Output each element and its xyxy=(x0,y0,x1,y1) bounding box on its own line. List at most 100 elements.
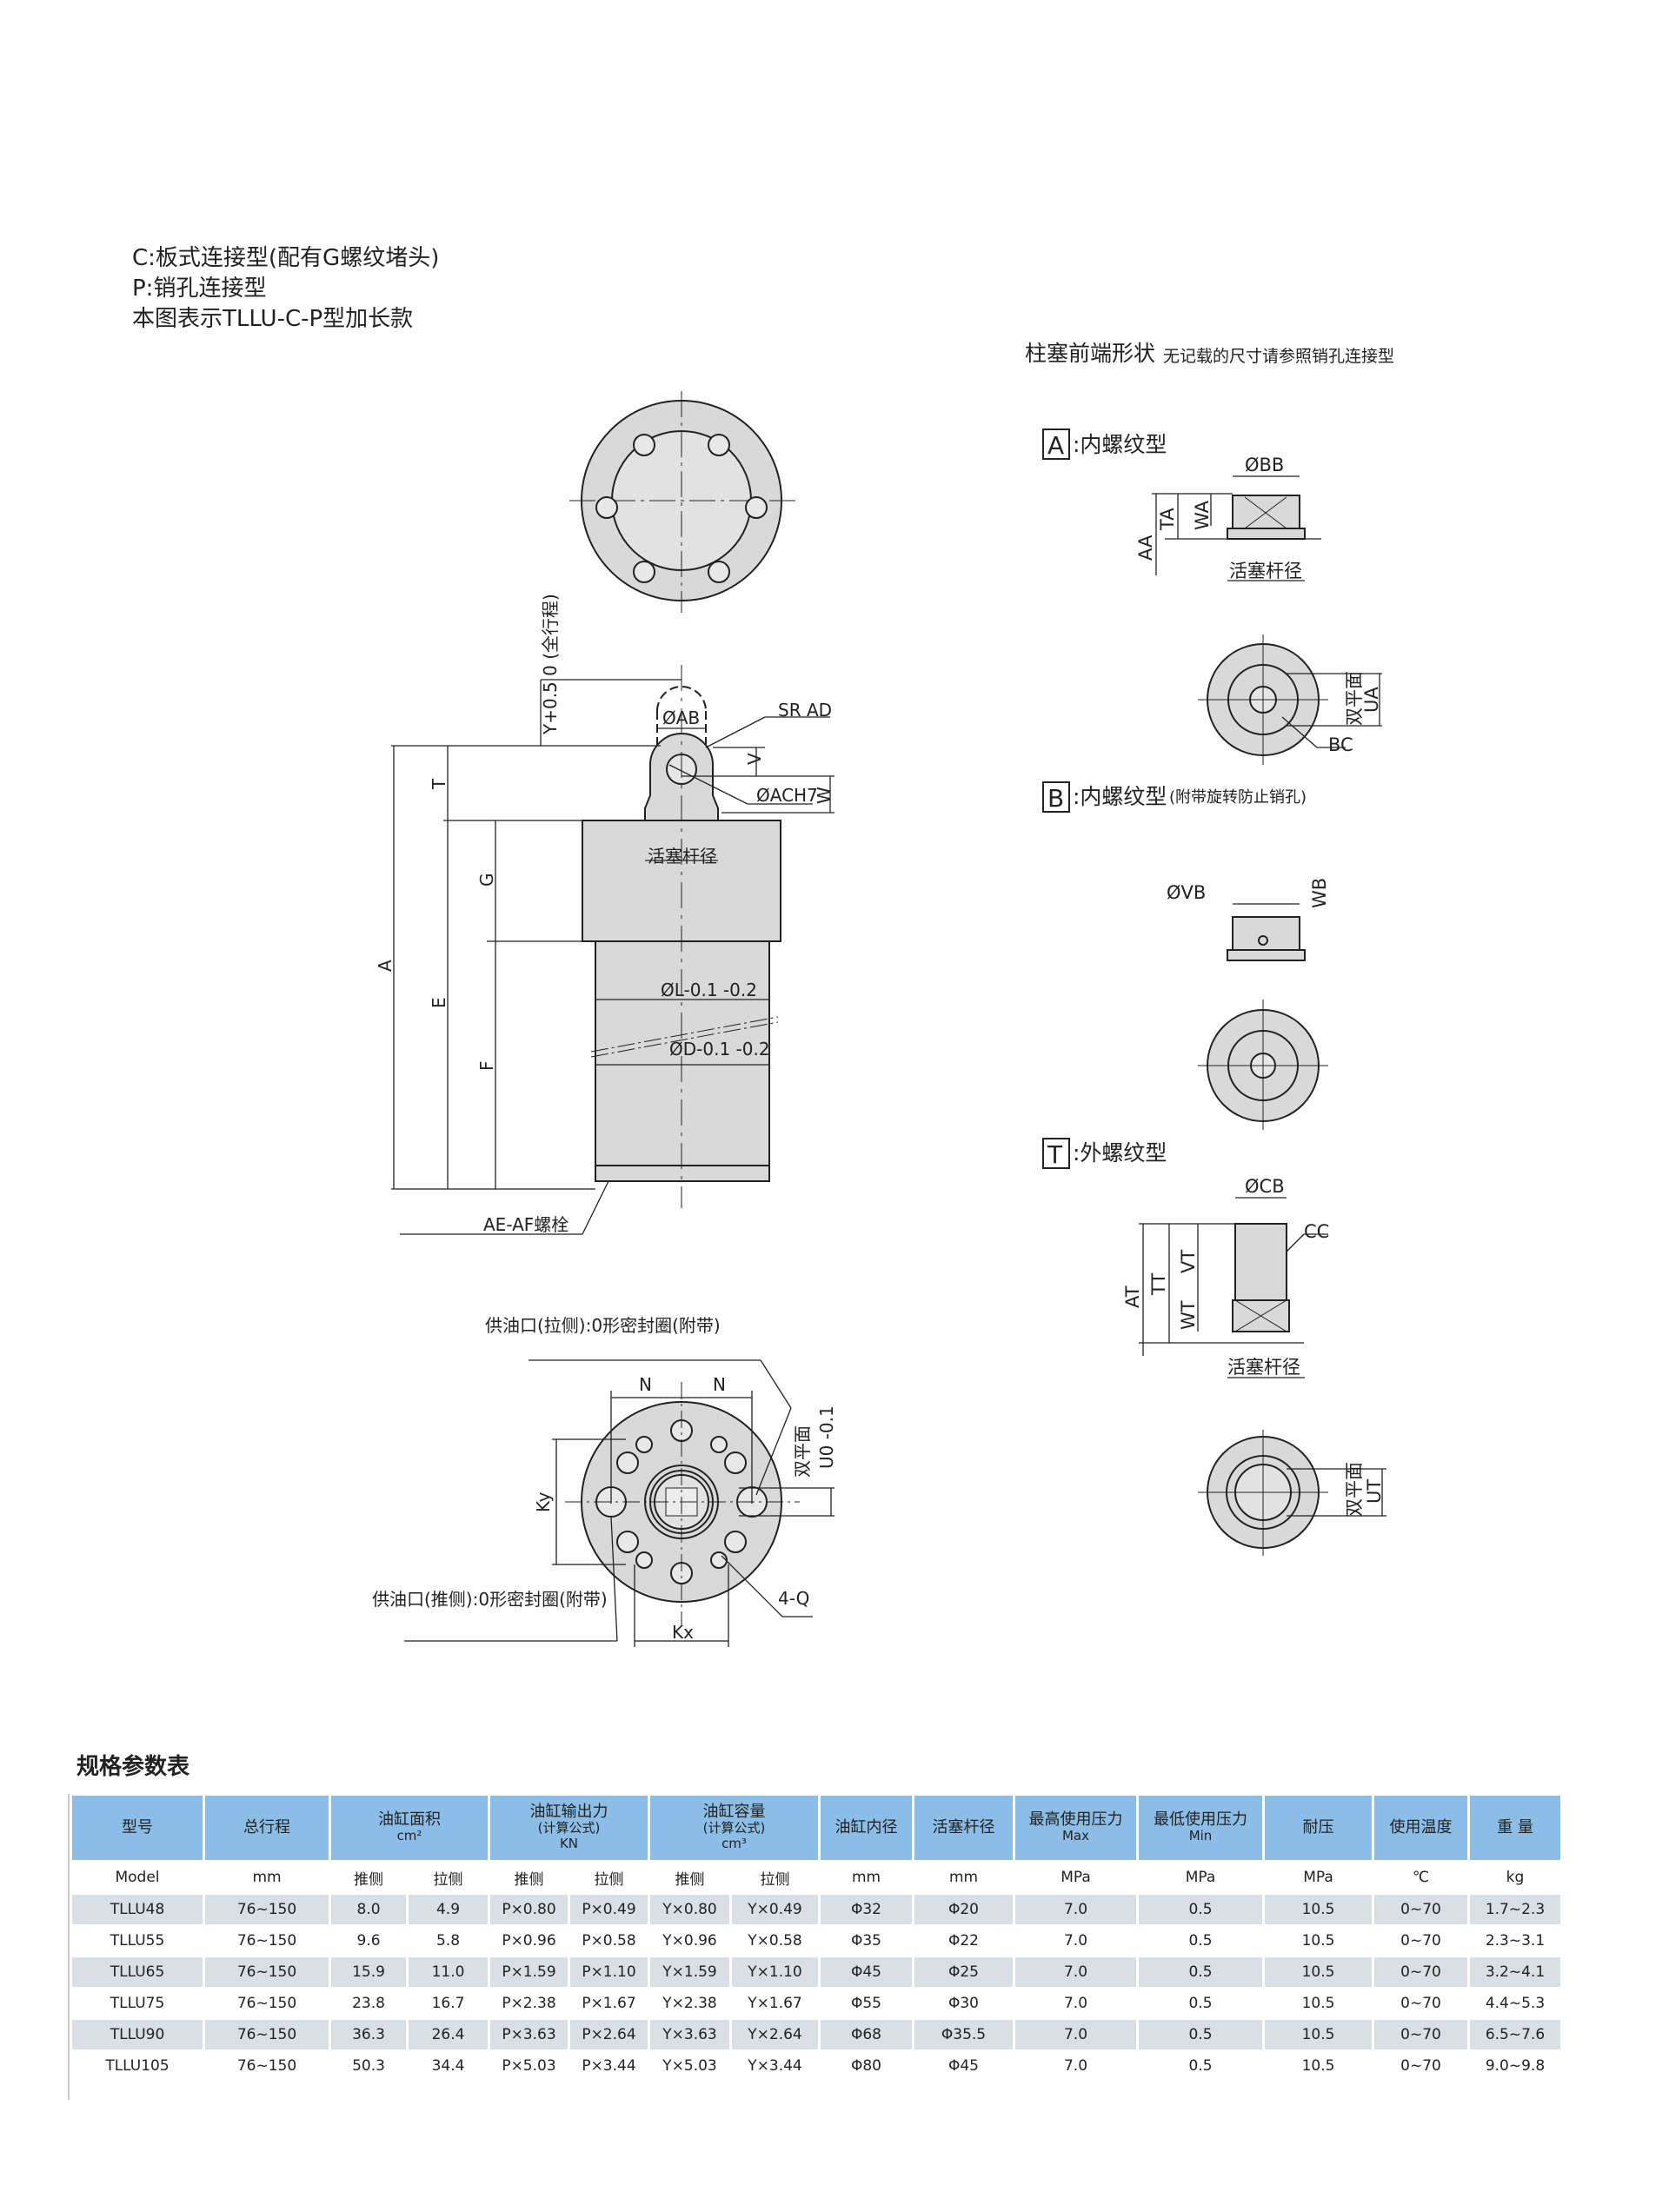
table-cell: 4.4~5.3 xyxy=(1485,1995,1546,2012)
subheader-cell: MPa xyxy=(1139,1862,1262,1893)
table-cell: 0.5 xyxy=(1188,1932,1213,1950)
label-vb: ØVB xyxy=(1167,882,1206,903)
table-cell: TLLU65 xyxy=(72,1957,203,1987)
table-cell: 0~70 xyxy=(1400,1932,1441,1950)
table-cell: 76~150 xyxy=(205,1895,329,1924)
table-cell: P×2.38 xyxy=(502,1995,556,2012)
table-cell: 15.9 xyxy=(331,1957,406,1987)
top-view xyxy=(569,391,795,613)
label-e: E xyxy=(429,997,449,1008)
type-a-label: :内螺纹型 xyxy=(1073,432,1167,457)
label-l: ØL-0.1 -0.2 xyxy=(661,980,757,1000)
table-cell: 76~150 xyxy=(205,2020,329,2049)
type-t-label: :外螺纹型 xyxy=(1073,1140,1167,1166)
label-at: AT xyxy=(1122,1285,1143,1308)
table-cell: P×3.44 xyxy=(582,2057,636,2075)
table-cell: 9.0~9.8 xyxy=(1485,2057,1546,2075)
header-main: 使用温度 xyxy=(1389,1818,1453,1837)
table-cell: 10.5 xyxy=(1301,2057,1335,2075)
table-cell: Φ55 xyxy=(850,1995,881,2012)
subheader-cell: 拉侧 xyxy=(570,1862,648,1893)
header-main: 型号 xyxy=(122,1818,153,1837)
table-cell: 50.3 xyxy=(352,2057,385,2075)
table-cell: 0~70 xyxy=(1374,1957,1467,1987)
subheader-cell: MPa xyxy=(1015,1862,1136,1893)
label-ad: SR AD xyxy=(778,700,832,721)
table-cell: 36.3 xyxy=(331,2020,406,2049)
table-cell: Y×0.49 xyxy=(732,1895,818,1924)
intro-line: P:销孔连接型 xyxy=(132,276,267,302)
header-unit: cm³ xyxy=(721,1836,747,1851)
table-cell: 0~70 xyxy=(1400,1995,1441,2012)
table-cell: 7.0 xyxy=(1015,2020,1136,2049)
table-cell: 10.5 xyxy=(1301,1995,1335,2012)
header-main: 油缸容量 xyxy=(702,1803,766,1821)
table-cell: Φ68 xyxy=(821,2020,912,2049)
label-ut: UT xyxy=(1364,1479,1385,1504)
subheader-cell: kg xyxy=(1470,1862,1560,1893)
label-stroke: Y+0.5 0 (全行程) xyxy=(540,594,561,735)
table-cell: 76~150 xyxy=(205,1957,329,1987)
subheader-cell: mm xyxy=(205,1862,329,1893)
label-pull-port: 供油口(拉侧):0形密封圈(附带) xyxy=(485,1315,721,1336)
label-n1: N xyxy=(639,1374,652,1395)
table-cell: Φ35 xyxy=(850,1932,881,1950)
table-cell: 9.6 xyxy=(356,1932,381,1950)
label-flats: 双平面 xyxy=(792,1425,813,1478)
subheader-cell: 拉侧 xyxy=(732,1862,818,1893)
subheader-cell: Model xyxy=(72,1862,203,1893)
table-cell: 34.4 xyxy=(431,2057,465,2075)
table-cell: 76~150 xyxy=(236,1932,297,1950)
column-header: 油缸内径 xyxy=(821,1796,912,1860)
label-ab: ØAB xyxy=(662,707,700,728)
table-cell: TLLU75 xyxy=(110,1995,165,2012)
header-formula: (计算公式) xyxy=(702,1820,766,1836)
intro-notes: C:板式连接型(配有G螺纹堵头) P:销孔连接型 本图表示TLLU-C-P型加长… xyxy=(132,243,439,335)
table-cell: Y×0.80 xyxy=(650,1895,729,1924)
header-main: 重 量 xyxy=(1497,1818,1533,1837)
label-rod-a: 活塞杆径 xyxy=(1229,561,1302,581)
column-header: 型号 xyxy=(72,1796,203,1860)
label-ac: ØACH7 xyxy=(756,785,818,806)
table-title: 规格参数表 xyxy=(76,1754,190,1780)
table-cell: 0~70 xyxy=(1374,2020,1467,2049)
type-b-sub: (附带旋转防止销孔) xyxy=(1169,788,1307,807)
table-cell: 10.5 xyxy=(1265,2020,1372,2049)
plunger-b-end xyxy=(1198,1000,1328,1130)
table-cell: Φ32 xyxy=(821,1895,912,1924)
plunger-t-side xyxy=(1139,1197,1328,1378)
column-header: 油缸输出力(计算公式)KN xyxy=(490,1796,648,1860)
technical-drawing: Y+0.5 0 (全行程) ØAB SR AD ØACH7 V W T A E … xyxy=(372,341,1394,1647)
label-bc: BC xyxy=(1328,734,1353,755)
table-cell: 0.5 xyxy=(1188,1995,1213,2012)
label-t: T xyxy=(429,778,449,790)
label-push-port: 供油口(推侧):0形密封圈(附带) xyxy=(372,1589,608,1610)
label-wt: WT xyxy=(1178,1300,1199,1330)
type-b-label: :内螺纹型 xyxy=(1073,784,1167,809)
plunger-title: 柱塞前端形状 xyxy=(1025,341,1155,366)
label-cc: CC xyxy=(1304,1221,1329,1242)
plunger-b-side xyxy=(1227,903,1306,961)
type-a-letter: A xyxy=(1047,431,1064,460)
table-left-border xyxy=(68,1794,70,2100)
table-cell: 0~70 xyxy=(1374,1895,1467,1924)
table-cell: TLLU90 xyxy=(72,2020,203,2049)
table-cell: Y×3.63 xyxy=(650,2020,729,2049)
table-cell: 7.0 xyxy=(1063,1932,1088,1950)
table-cell: TLLU48 xyxy=(72,1895,203,1924)
label-d: ØD-0.1 -0.2 xyxy=(669,1039,770,1060)
column-header: 活塞杆径 xyxy=(914,1796,1013,1860)
table-cell: Φ80 xyxy=(850,2057,881,2075)
label-q: 4-Q xyxy=(778,1588,809,1609)
table-cell: Φ45 xyxy=(948,2057,979,2075)
subheader-cell: ℃ xyxy=(1374,1862,1467,1893)
table-cell: 10.5 xyxy=(1265,1895,1372,1924)
table-cell: Y×1.10 xyxy=(732,1957,818,1987)
subheader-cell: 推侧 xyxy=(650,1862,729,1893)
subheader-cell: 拉侧 xyxy=(409,1862,488,1893)
intro-line: C:板式连接型(配有G螺纹堵头) xyxy=(132,245,440,271)
